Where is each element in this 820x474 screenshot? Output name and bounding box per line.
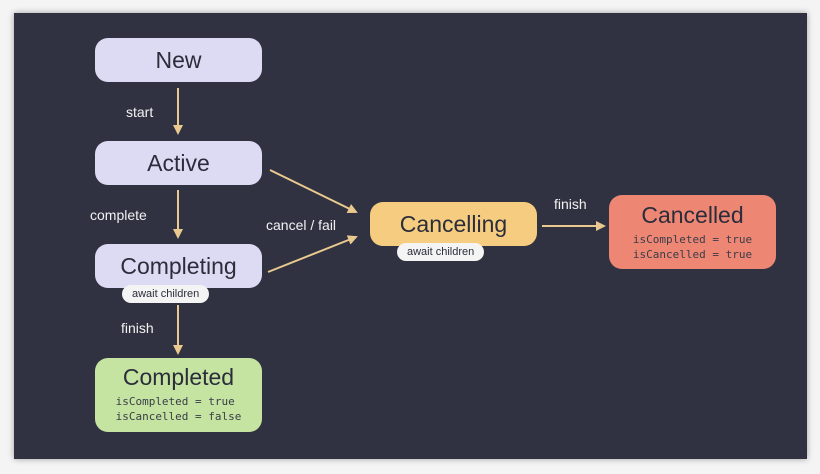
completed-flag-is-cancelled: isCancelled = false: [115, 410, 242, 423]
state-new-label: New: [155, 46, 202, 73]
transition-label-start: start: [126, 104, 154, 120]
state-active-label: Active: [147, 149, 210, 176]
state-active: Active: [95, 141, 262, 185]
transition-label-cancel-fail: cancel / fail: [266, 217, 337, 233]
completed-flag-is-completed: isCompleted = true: [115, 395, 235, 408]
completing-note: await children: [122, 285, 210, 303]
state-new: New: [95, 38, 262, 82]
cancelled-flags: isCompleted = true isCancelled = true: [633, 232, 752, 262]
cancelling-note: await children: [397, 243, 485, 261]
transition-label-finish-completed: finish: [121, 320, 154, 336]
state-cancelling: Cancelling: [370, 202, 537, 246]
completed-flags: isCompleted = true isCancelled = false: [116, 394, 242, 424]
state-cancelling-label: Cancelling: [399, 210, 508, 237]
state-completing: Completing: [95, 244, 262, 288]
transition-label-complete: complete: [90, 207, 147, 223]
transition-label-finish-cancelled: finish: [554, 196, 587, 212]
state-completing-label: Completing: [120, 252, 237, 279]
cancelled-flag-is-cancelled: isCancelled = true: [632, 248, 753, 261]
state-completed-label: Completed: [122, 364, 235, 390]
cancelled-flag-is-completed: isCompleted = true: [632, 233, 753, 246]
state-completed: Completed isCompleted = true isCancelled…: [95, 358, 262, 432]
state-cancelled-label: Cancelled: [641, 202, 744, 228]
state-cancelled: Cancelled isCompleted = true isCancelled…: [609, 195, 776, 269]
